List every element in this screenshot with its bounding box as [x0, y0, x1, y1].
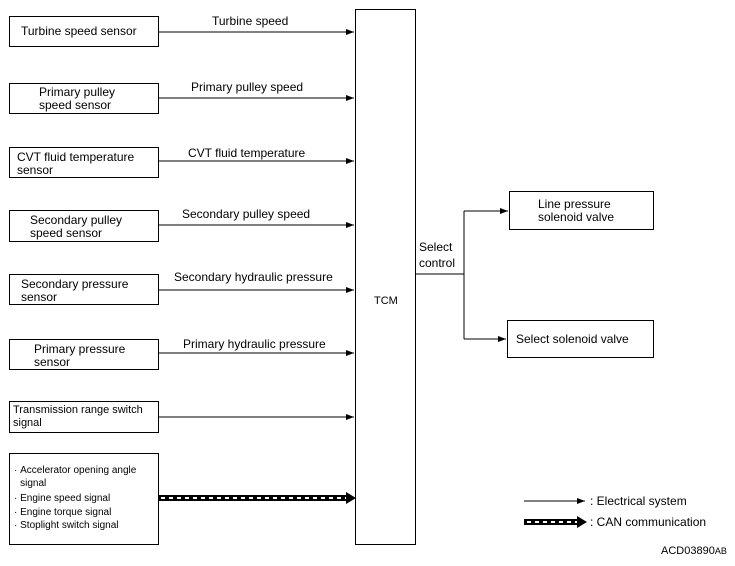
select-solenoid-box: Select solenoid valve	[507, 320, 654, 358]
line-pressure-solenoid-label: Line pressure solenoid valve	[538, 197, 615, 224]
signal-secondary-pulley-speed: Secondary pulley speed	[182, 207, 311, 221]
secondary-pressure-sensor-box: Secondary pressure sensor	[9, 274, 159, 305]
primary-pulley-sensor-label: Primary pulley speed sensor	[39, 85, 116, 112]
signal-cvt-fluid-temp: CVT fluid temperature	[188, 146, 306, 160]
cvt-fluid-temp-sensor-box: CVT fluid temperature sensor	[9, 147, 159, 178]
bullet-mark: ·	[14, 507, 18, 518]
signal-primary-pulley-speed: Primary pulley speed	[191, 80, 304, 94]
signal-secondary-hydraulic-pressure: Secondary hydraulic pressure	[174, 270, 333, 284]
secondary-pulley-sensor-label: Secondary pulley speed sensor	[30, 213, 123, 240]
turbine-speed-sensor-box: Turbine speed sensor	[9, 16, 159, 47]
bullet-mark: ·	[14, 493, 18, 504]
can-inputs-box: · Accelerator opening angle signal · Eng…	[9, 453, 159, 545]
select-solenoid-label: Select solenoid valve	[516, 332, 629, 346]
primary-pressure-sensor-box: Primary pressure sensor	[9, 339, 159, 370]
primary-pulley-sensor-box: Primary pulley speed sensor	[9, 83, 159, 114]
range-switch-label: Transmission range switch signal	[13, 404, 143, 429]
can-bullet-1: · Accelerator opening angle signal	[14, 464, 136, 490]
bullet-mark: ·	[14, 465, 18, 476]
line-pressure-solenoid-box: Line pressure solenoid valve	[509, 191, 654, 230]
can-arrow-head	[346, 492, 356, 504]
figure-code: ACD03890AB	[661, 545, 727, 558]
can-bullet-3: · Engine torque signal	[14, 506, 111, 519]
secondary-pressure-sensor-label: Secondary pressure sensor	[21, 277, 129, 304]
legend-can-label: : CAN communication	[590, 515, 707, 529]
figure-code-suffix: AB	[714, 546, 727, 556]
engine-speed-signal-label: Engine speed signal	[20, 493, 111, 504]
range-switch-box: Transmission range switch signal	[9, 401, 159, 433]
stoplight-signal-label: Stoplight switch signal	[20, 520, 119, 531]
secondary-pulley-sensor-box: Secondary pulley speed sensor	[9, 210, 159, 242]
tcm-label: TCM	[374, 295, 398, 307]
accelerator-signal-label: Accelerator opening angle signal	[20, 465, 137, 489]
signal-primary-hydraulic-pressure: Primary hydraulic pressure	[183, 337, 326, 351]
figure-code-main: ACD03890	[661, 545, 715, 557]
bullet-mark: ·	[14, 520, 18, 531]
primary-pressure-sensor-label: Primary pressure sensor	[34, 342, 126, 369]
engine-torque-signal-label: Engine torque signal	[20, 507, 112, 518]
can-bullet-2: · Engine speed signal	[14, 492, 110, 505]
turbine-speed-sensor-label: Turbine speed sensor	[21, 24, 137, 38]
legend-can-head	[577, 516, 587, 528]
select-control-label: Select control	[419, 240, 456, 270]
cvt-fluid-temp-sensor-label: CVT fluid temperature sensor	[17, 150, 135, 177]
tcm-box: TCM	[355, 9, 416, 545]
signal-turbine-speed: Turbine speed	[212, 14, 289, 28]
legend-electrical-label: : Electrical system	[590, 494, 687, 508]
can-bullet-4: · Stoplight switch signal	[14, 519, 119, 532]
